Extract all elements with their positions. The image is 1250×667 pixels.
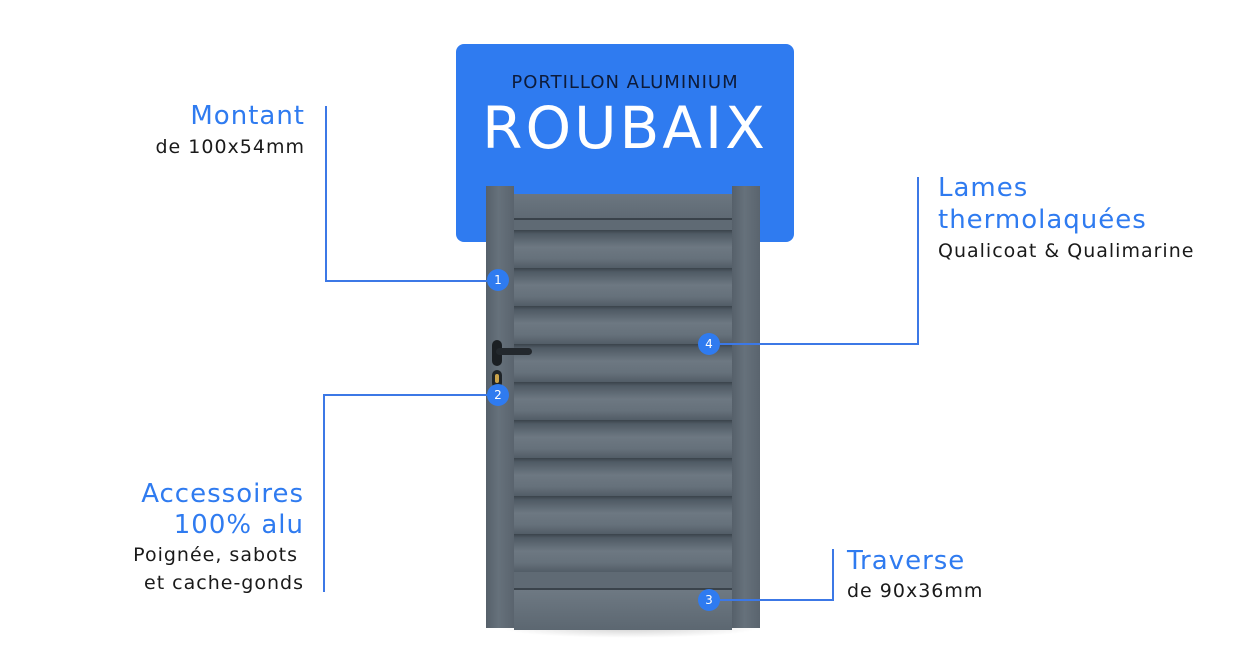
callout-badge-4: 4 bbox=[698, 333, 720, 355]
slat bbox=[514, 420, 732, 458]
leader-line bbox=[325, 280, 487, 282]
callout-heading: Accessoires bbox=[141, 479, 304, 509]
left-post-montant bbox=[486, 186, 514, 628]
product-type: PORTILLON ALUMINIUM bbox=[511, 72, 739, 93]
slat bbox=[514, 230, 732, 268]
product-name: ROUBAIX bbox=[482, 94, 768, 162]
callout-description: de 90x36mm bbox=[847, 580, 984, 602]
bottom-rail-traverse bbox=[514, 588, 732, 630]
leader-line bbox=[720, 343, 919, 345]
keyhole-icon bbox=[495, 374, 499, 383]
slat bbox=[514, 458, 732, 496]
leader-line bbox=[325, 106, 327, 282]
slat bbox=[514, 382, 732, 420]
callout-heading: thermolaquées bbox=[938, 205, 1147, 235]
callout-heading: Lames bbox=[938, 173, 1029, 203]
callout-description: et cache-gonds bbox=[144, 572, 304, 594]
leader-line bbox=[323, 394, 487, 396]
leader-line bbox=[917, 177, 919, 345]
callout-badge-1: 1 bbox=[487, 269, 509, 291]
callout-badge-2: 2 bbox=[487, 384, 509, 406]
slat bbox=[514, 344, 732, 382]
slat bbox=[514, 534, 732, 572]
right-post-montant bbox=[732, 186, 760, 628]
callout-description: de 100x54mm bbox=[155, 136, 305, 158]
slat bbox=[514, 268, 732, 306]
callout-heading: Traverse bbox=[847, 546, 966, 576]
callout-heading: Montant bbox=[190, 101, 305, 131]
leader-line bbox=[323, 394, 325, 592]
callout-badge-3: 3 bbox=[698, 589, 720, 611]
callout-description: Qualicoat & Qualimarine bbox=[938, 240, 1195, 262]
slat bbox=[514, 496, 732, 534]
top-rail bbox=[514, 194, 732, 220]
leader-line bbox=[832, 549, 834, 601]
door-handle bbox=[496, 348, 532, 355]
callout-description: Poignée, sabots bbox=[133, 544, 298, 566]
callout-heading: 100% alu bbox=[173, 510, 304, 540]
slat bbox=[514, 306, 732, 344]
leader-line bbox=[720, 599, 834, 601]
